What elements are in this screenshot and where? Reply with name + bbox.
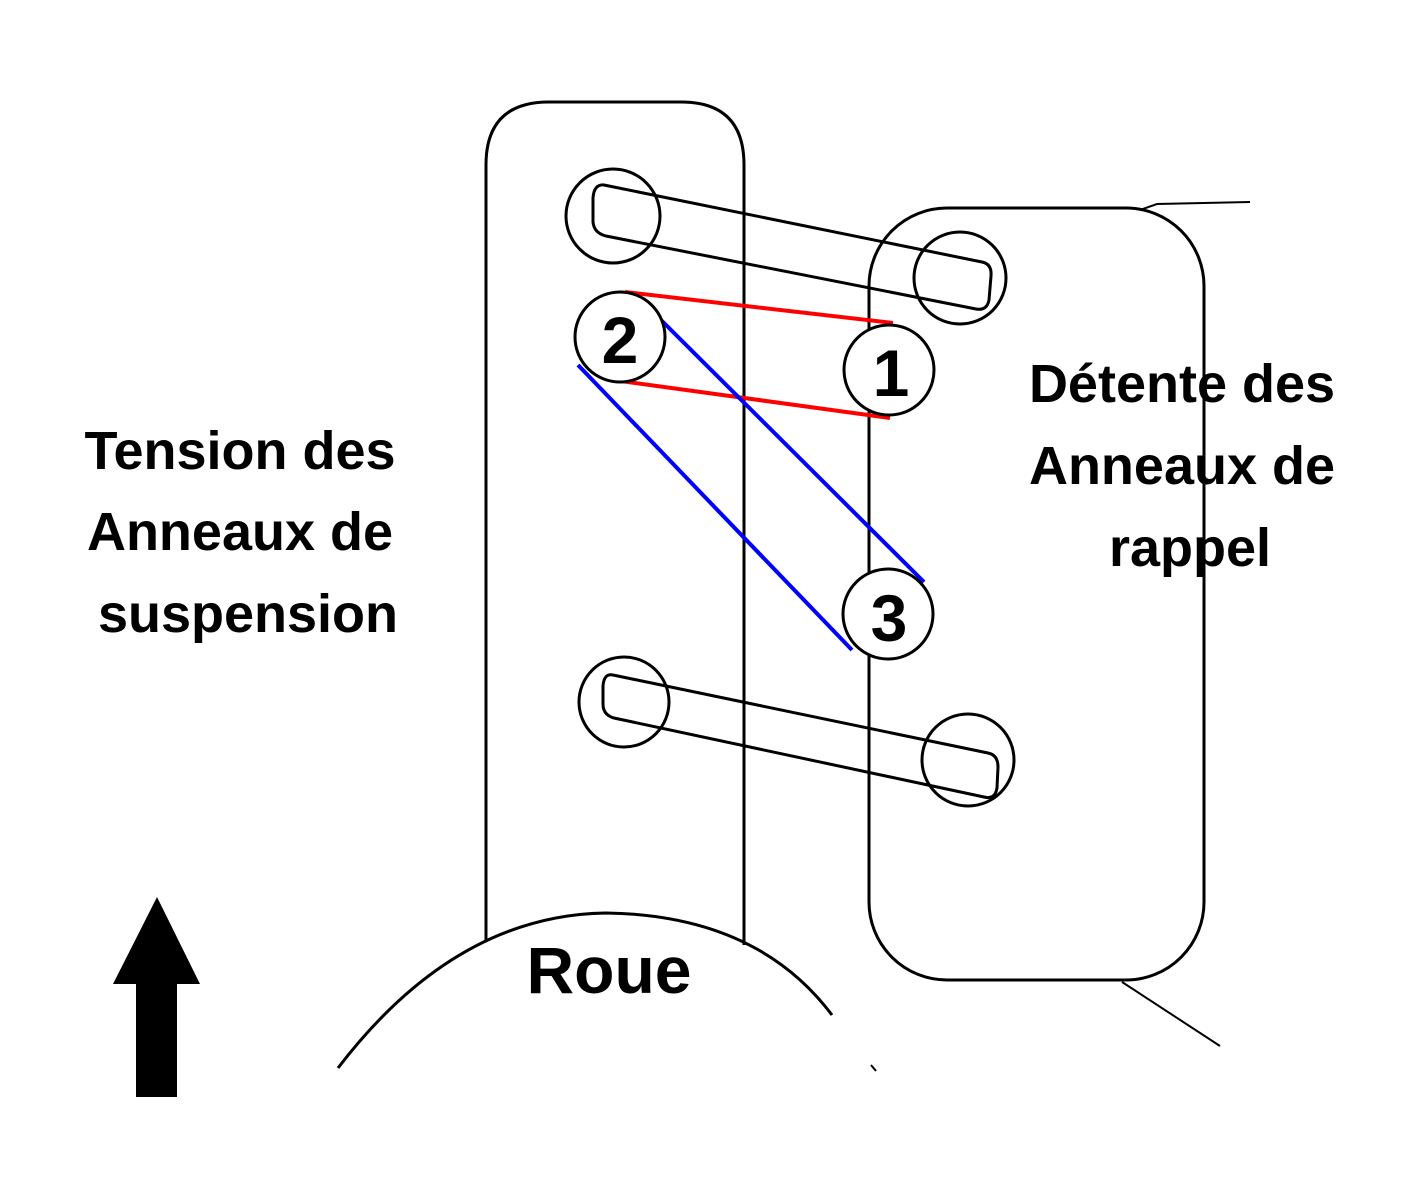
marker-3-label: 3 (871, 581, 908, 655)
right-caption-line-1: Détente des (1029, 354, 1335, 414)
wheel-label: Roue (527, 933, 692, 1007)
marker-1: 1 (842, 323, 936, 417)
left-caption: Tension des Anneaux de suspension (84, 421, 398, 644)
upper-leader-line (1139, 201, 1251, 211)
red-link (612, 290, 894, 420)
upper-link-left-pivot (564, 167, 662, 265)
right-caption: Détente des Anneaux de rappel (1029, 354, 1335, 578)
lower-leader-line (1121, 981, 1221, 1047)
left-caption-line-2: Anneaux de (87, 502, 393, 562)
wheel-outline (336, 911, 834, 1069)
right-caption-line-3: rappel (1109, 518, 1271, 578)
right-caption-line-2: Anneaux de (1029, 436, 1335, 496)
left-caption-line-3: suspension (98, 584, 398, 644)
marker-1-label: 1 (873, 336, 910, 410)
upper-link (564, 167, 1008, 326)
marker-2: 2 (573, 290, 667, 384)
blue-link (576, 314, 926, 652)
upper-link-bar (591, 183, 993, 311)
upper-link-right-pivot (912, 230, 1008, 326)
marker-3: 3 (841, 567, 935, 661)
wheel-tick (870, 1064, 877, 1072)
left-arm-outline (484, 100, 746, 945)
up-arrow-icon (113, 897, 200, 1097)
left-caption-line-1: Tension des (84, 421, 395, 481)
lower-link (577, 655, 1016, 808)
lower-link-right-pivot (920, 712, 1016, 808)
marker-2-label: 2 (602, 303, 639, 377)
lower-link-bar (601, 673, 1000, 800)
lower-link-left-pivot (577, 655, 671, 749)
